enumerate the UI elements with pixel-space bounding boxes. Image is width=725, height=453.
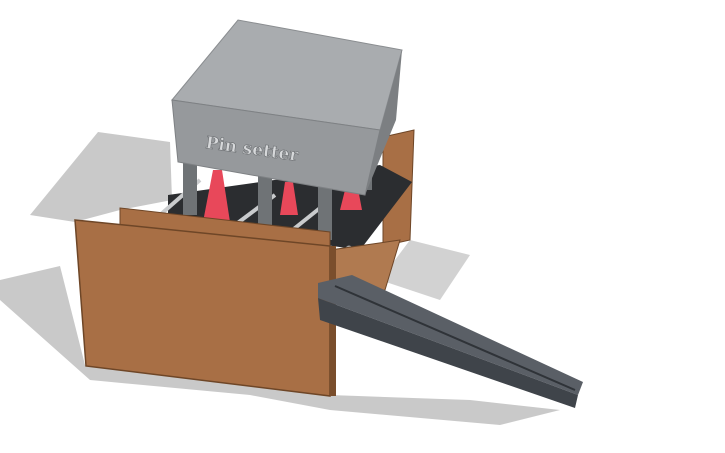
shadow-upper <box>30 132 172 222</box>
cone-2 <box>280 182 298 215</box>
pillars <box>183 150 372 240</box>
front-panel <box>74 219 331 397</box>
cone-1 <box>203 170 230 222</box>
shadow-right <box>380 240 470 300</box>
ramp-side <box>318 298 578 408</box>
box-side <box>365 50 402 195</box>
shadow-lower <box>0 266 560 425</box>
ramp-groove <box>334 285 576 391</box>
cones <box>203 170 362 222</box>
